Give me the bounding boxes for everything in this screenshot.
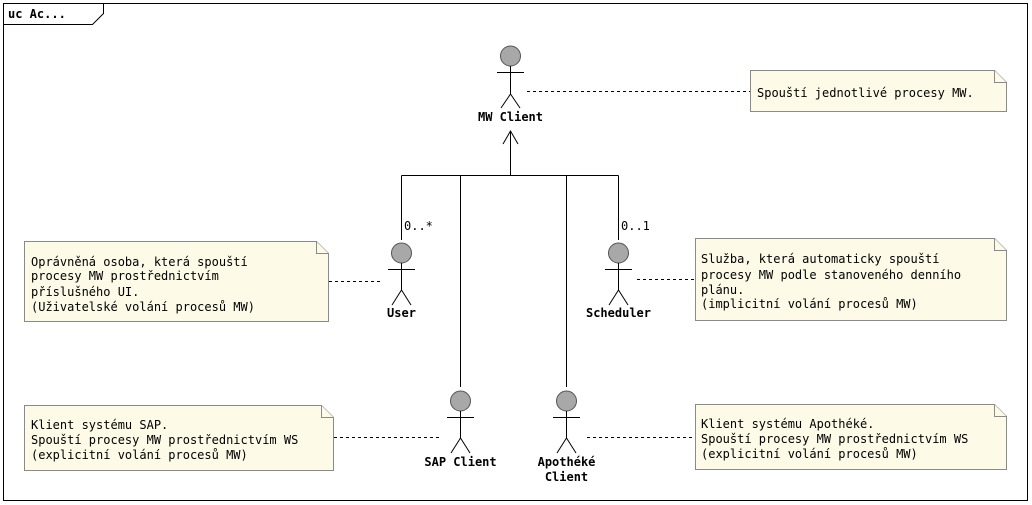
note-scheduler-line4: (implicitní volání procesů MW) (701, 297, 918, 311)
actor-user[interactable]: User (387, 242, 416, 320)
note-scheduler-line3: plánu. (701, 283, 744, 297)
note-user-line4: (Uživatelské volání procesů MW) (31, 300, 255, 314)
actor-user-label: User (387, 306, 416, 320)
user-multiplicity: 0..* (404, 219, 433, 233)
actor-mw-client[interactable]: MW Client (478, 45, 543, 124)
note-user-line1: Oprávněná osoba, která spouští (31, 255, 248, 269)
note-apotheke-line1: Klient systému Apothéké. (701, 417, 874, 431)
note-apotheke: Klient systému Apothéké. Spouští procesy… (695, 404, 1007, 470)
note-sap-line2: Spouští procesy MW prostřednictvím WS (31, 433, 298, 447)
note-sap: Klient systému SAP. Spouští procesy MW p… (24, 405, 334, 471)
scheduler-multiplicity: 0..1 (621, 219, 650, 233)
note-sap-line1: Klient systému SAP. (31, 418, 168, 432)
note-scheduler-line2: procesy MW podle stanoveného denního (701, 268, 961, 282)
actor-sap-client[interactable]: SAP Client (424, 390, 497, 469)
actor-sap-client-label: SAP Client (424, 455, 496, 469)
actor-head-icon (500, 45, 521, 67)
note-scheduler: Služba, která automaticky spouští proces… (695, 238, 1007, 321)
note-scheduler-line1: Služba, která automaticky spouští (701, 252, 939, 266)
actor-head-icon (608, 242, 629, 264)
actor-scheduler-label: Scheduler (586, 306, 651, 320)
note-user-line3: příslušného UI. (31, 285, 139, 299)
actor-head-icon (391, 242, 412, 264)
note-sap-line3: (explicitní volání procesů MW) (31, 448, 248, 462)
actor-apotheke-client-label-line1: Apothéké (538, 455, 596, 469)
generalization-connectors (401, 129, 619, 387)
actor-scheduler[interactable]: Scheduler (586, 242, 651, 320)
note-mw-text: Spouští jednotlivé procesy MW. (757, 86, 974, 100)
diagram-frame (3, 3, 1028, 501)
frame-title: uc Ac... (8, 7, 66, 21)
note-apotheke-line2: Spouští procesy MW prostřednictvím WS (701, 432, 968, 446)
note-user-line2: procesy MW prostřednictvím (31, 269, 219, 283)
note-user: Oprávněná osoba, která spouští procesy M… (24, 241, 329, 322)
actor-head-icon (450, 390, 471, 412)
actor-apotheke-client[interactable]: Apothéké Client (538, 390, 596, 484)
note-mw: Spouští jednotlivé procesy MW. (750, 70, 1007, 112)
frame-label-tab (3, 3, 104, 25)
actor-mw-client-label: MW Client (478, 110, 543, 124)
actor-head-icon (556, 390, 577, 412)
actor-apotheke-client-label-line2: Client (545, 470, 588, 484)
note-apotheke-line3: (explicitní volání procesů MW) (701, 447, 918, 461)
